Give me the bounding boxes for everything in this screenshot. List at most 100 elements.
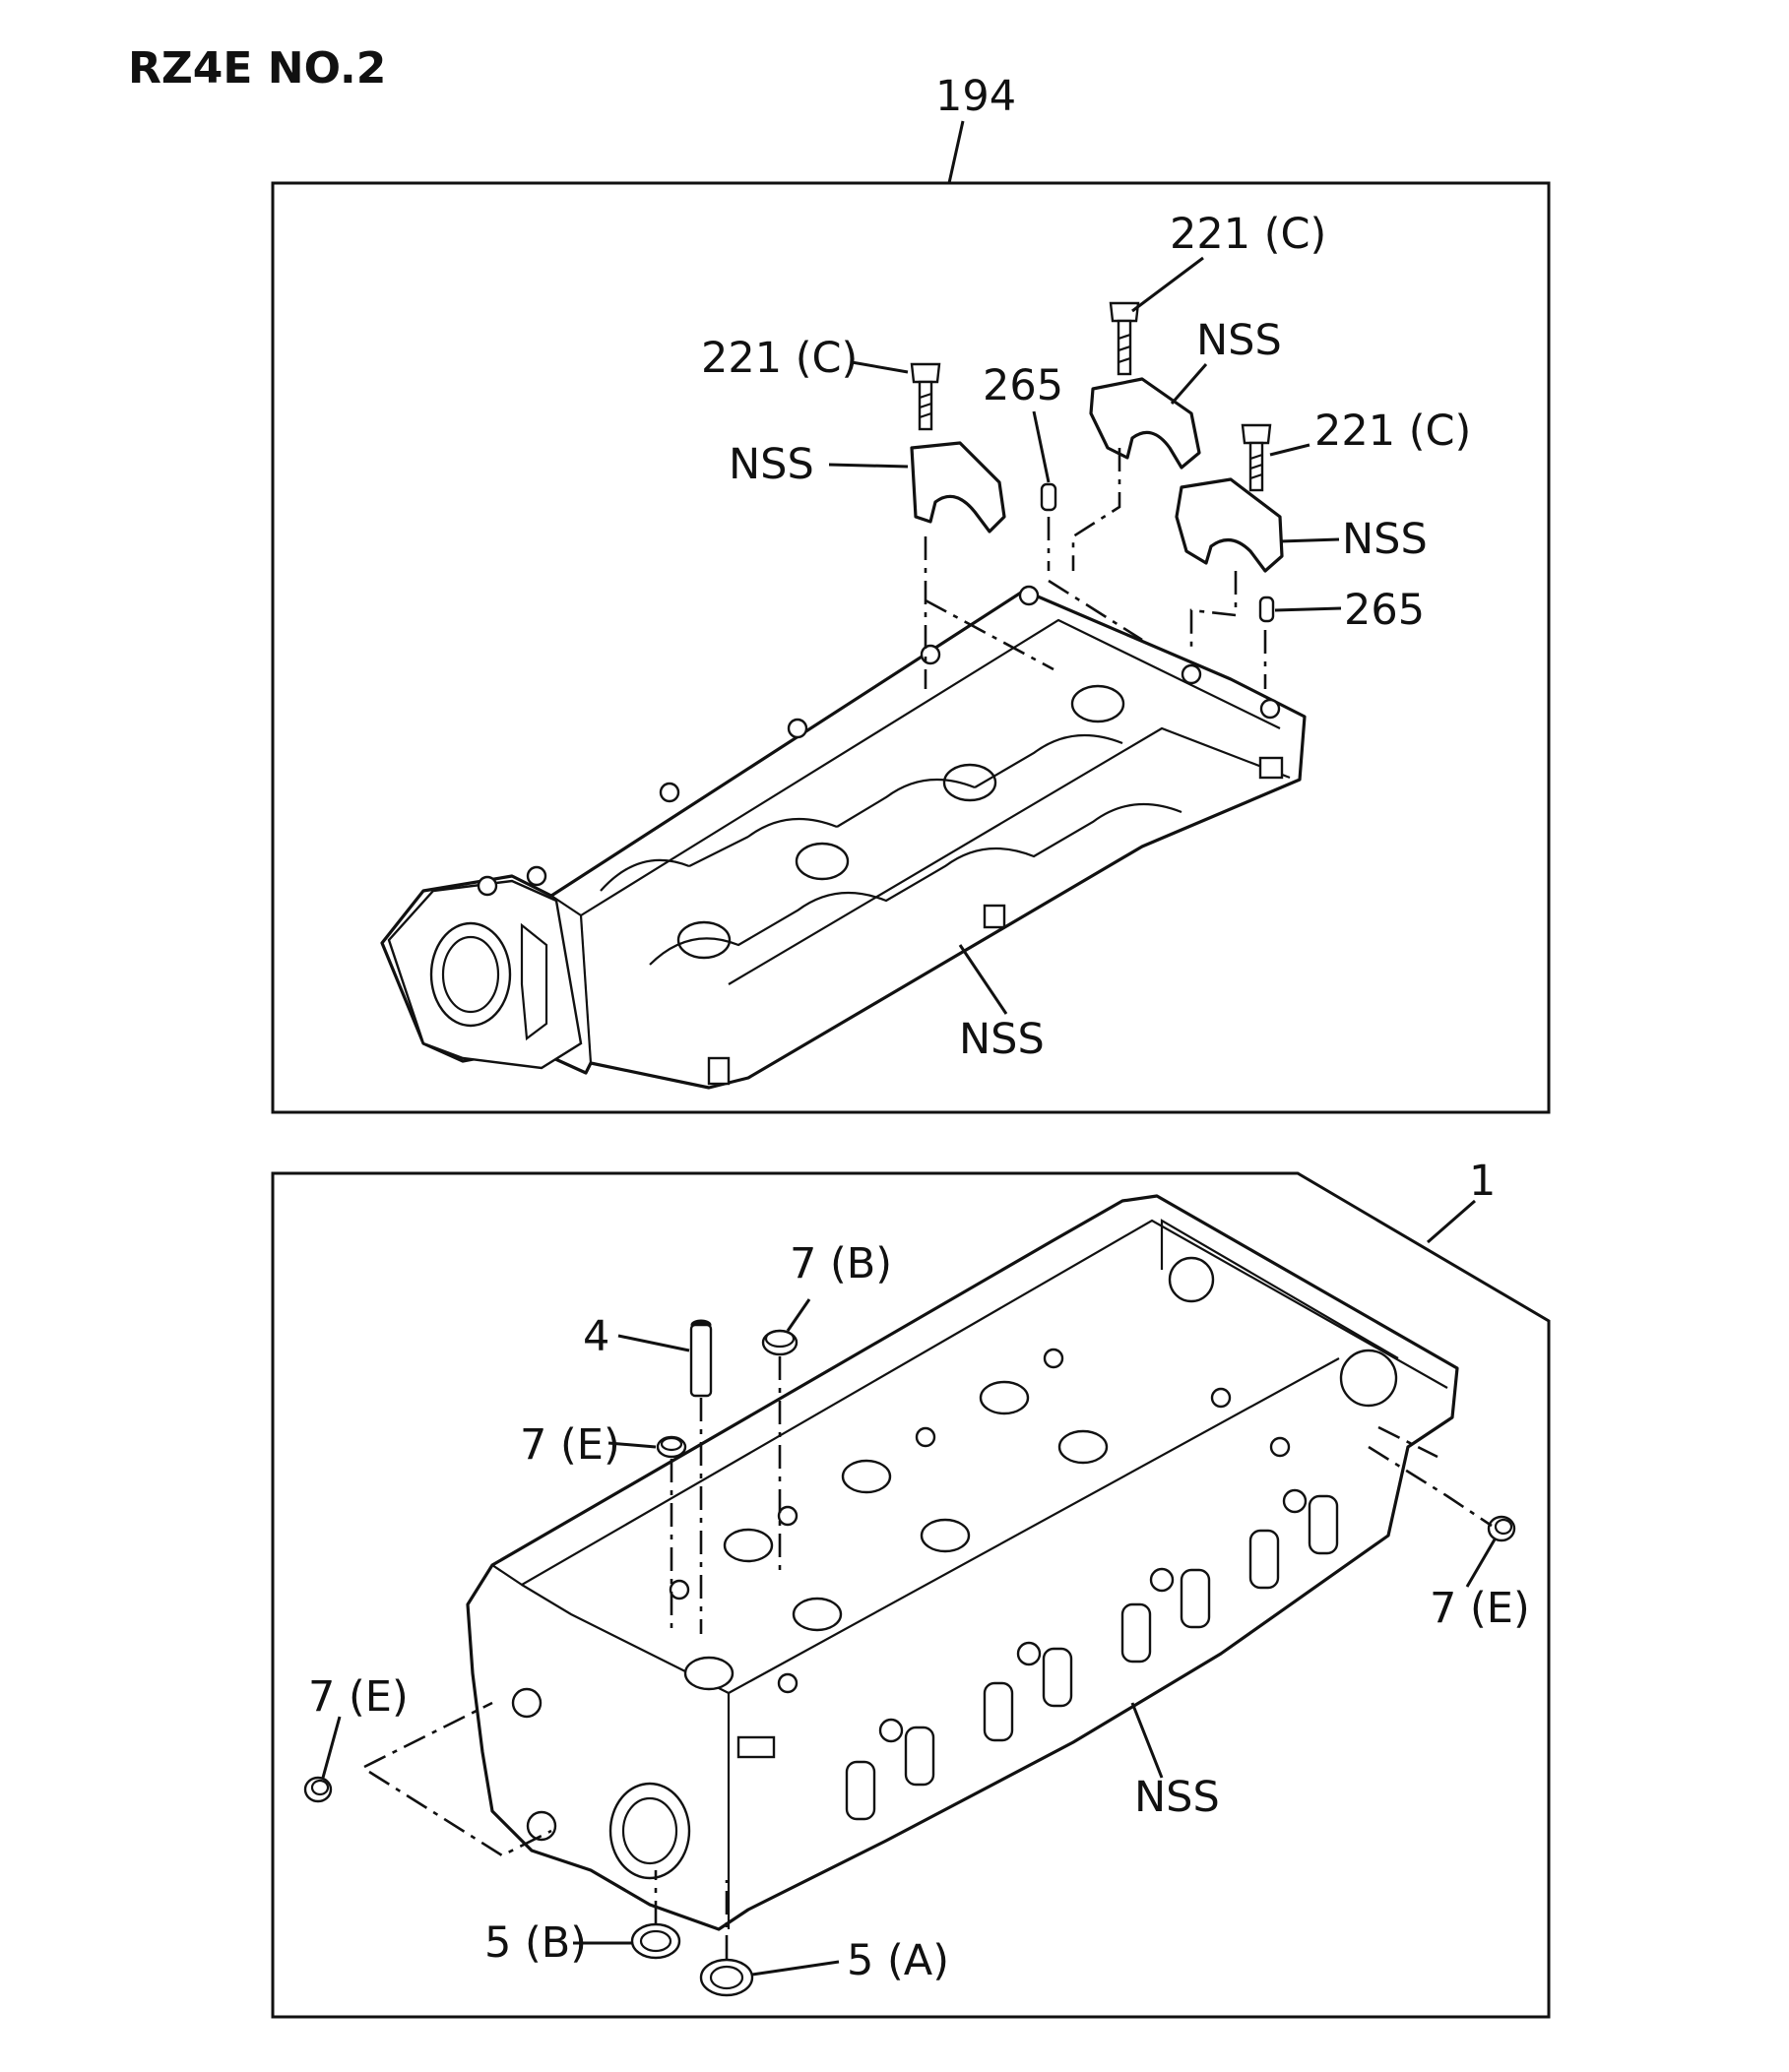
leader-bolt-right [1269, 443, 1310, 457]
callout-bolt-221c-right: 221 (C) [1314, 407, 1471, 456]
assembly-line-5 [1189, 571, 1238, 650]
bearing-cap-left [910, 441, 1006, 534]
leader-7e-left [607, 1441, 657, 1449]
flange-window [520, 922, 548, 1041]
side-tab [983, 904, 1006, 929]
assembly-line-side-right [1368, 1425, 1493, 1528]
leader-bolt-left [851, 360, 909, 374]
callout-1: 1 [1469, 1157, 1496, 1206]
head-rear-rail [1160, 1219, 1399, 1359]
side-port-8 [1308, 1494, 1339, 1555]
head-gasket-line [521, 1357, 1340, 1695]
carrier-end-edge [579, 914, 593, 1064]
front-tab [707, 1056, 731, 1086]
seal-7b [761, 1329, 799, 1356]
deck-hole-4 [1043, 1348, 1064, 1369]
side-port-2 [904, 1726, 935, 1787]
leader-cap-right [1279, 537, 1340, 543]
saddle-line-3 [649, 802, 1182, 966]
deck-hole-7 [777, 1672, 799, 1694]
deck-port-7 [920, 1518, 971, 1553]
saddle-line-2 [836, 733, 1123, 828]
deck-port-4 [841, 1459, 892, 1494]
deck-port-6 [1057, 1429, 1109, 1465]
cylinder-head [466, 1194, 1459, 1931]
assembly-line-6 [925, 579, 1143, 671]
boss-1 [477, 875, 498, 897]
top-panel: 194 [271, 72, 1551, 1114]
leader-1 [1427, 1199, 1476, 1244]
injector-boss-1 [878, 1718, 904, 1743]
side-port-6 [1180, 1568, 1211, 1629]
callout-pin-265-lower: 265 [1344, 586, 1425, 635]
callout-plug-7e-side-right: 7 (E) [1430, 1584, 1530, 1633]
journal-bore-1 [676, 920, 732, 960]
assembly-line-side-left [363, 1701, 552, 1857]
side-port-4 [1042, 1647, 1073, 1708]
leader-194 [947, 120, 965, 184]
callout-guide-pin-4: 4 [583, 1312, 609, 1361]
bottom-panel-frame [271, 1171, 1551, 2019]
seal-5a [699, 1958, 754, 1997]
deck-hole-2 [777, 1505, 799, 1527]
callout-plug-7e-left: 7 (E) [520, 1420, 620, 1470]
leader-cap-left [828, 463, 909, 469]
injector-boss-4 [1282, 1488, 1308, 1514]
callout-carrier-nss: NSS [959, 1015, 1045, 1064]
callout-seal-5b: 5 (B) [484, 1918, 587, 1968]
leader-pin-lower [1274, 606, 1342, 612]
leader-7e-side-left [321, 1716, 342, 1779]
injector-boss-3 [1149, 1567, 1175, 1593]
leader-cap-middle [1170, 363, 1208, 405]
callout-194: 194 [935, 72, 1016, 121]
callout-seal-5a: 5 (A) [847, 1936, 949, 1985]
boss-2 [526, 865, 547, 887]
injector-boss-2 [1016, 1641, 1042, 1666]
leader-7e-side-right [1465, 1538, 1497, 1588]
boss-6 [1018, 585, 1040, 606]
bolt-221c-middle [1109, 301, 1140, 376]
callout-plug-7e-side-left: 7 (E) [308, 1672, 409, 1722]
journal-bore-3 [942, 763, 997, 802]
deck-port-1 [1168, 1256, 1215, 1303]
boss-3 [659, 782, 680, 803]
side-port-5 [1120, 1602, 1152, 1664]
deck-port-3 [979, 1380, 1030, 1415]
callout-cap-nss-left: NSS [729, 440, 814, 489]
side-port-3 [983, 1681, 1014, 1742]
side-port-7 [1248, 1529, 1280, 1590]
leader-pin-upper [1032, 410, 1051, 483]
front-bore [608, 1782, 691, 1880]
deck-port-5 [723, 1528, 774, 1563]
deck-hole-5 [1210, 1387, 1232, 1409]
front-boss-2 [526, 1810, 557, 1842]
head-deck-edge [491, 1219, 1448, 1587]
deck-port-2 [1339, 1349, 1398, 1408]
deck-hole-3 [915, 1426, 936, 1448]
front-boss-1 [511, 1687, 543, 1719]
boss-7 [1181, 663, 1202, 685]
leader-5a [751, 1960, 840, 1977]
top-panel-frame [271, 181, 1551, 1114]
head-outline [466, 1194, 1459, 1931]
callout-bolt-221c-middle: 221 (C) [1170, 210, 1326, 259]
bolt-221c-left [910, 362, 941, 431]
leader-head-nss [1130, 1702, 1164, 1779]
front-pad [736, 1735, 776, 1759]
bolt-221c-right [1241, 423, 1272, 492]
deck-hole-6 [1269, 1436, 1291, 1458]
guide-pin-4 [689, 1319, 713, 1398]
bearing-cap-right [1175, 477, 1284, 573]
plug-7e-left [656, 1435, 687, 1459]
flange-bore-inner [441, 935, 500, 1014]
leader-bolt-middle [1131, 256, 1204, 313]
journal-bore-4 [1070, 684, 1125, 723]
plug-7e-side-right [1487, 1515, 1516, 1542]
bottom-panel: 1 [271, 1157, 1551, 2019]
deck-hole-1 [669, 1579, 690, 1601]
callout-pin-265-upper: 265 [983, 361, 1063, 410]
carrier-side-edge [728, 726, 1291, 985]
deck-port-8 [792, 1597, 843, 1632]
deck-port-9 [683, 1656, 735, 1691]
